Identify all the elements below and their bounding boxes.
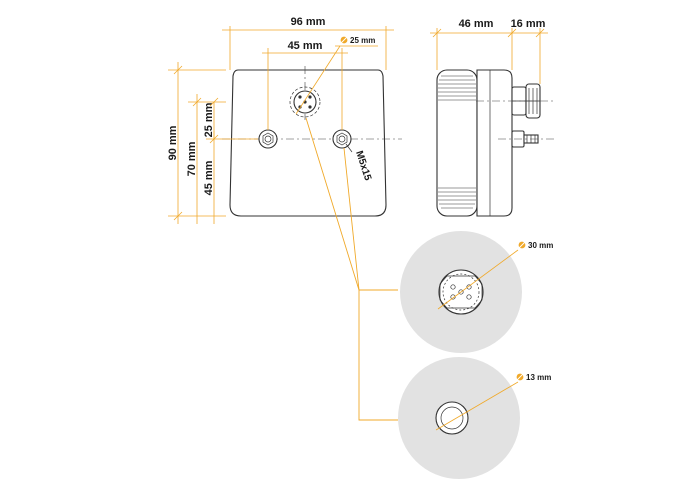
- connector-detail-diameter-label: 30 mm: [528, 241, 553, 250]
- height-70-label: 70 mm: [186, 141, 198, 176]
- front-stud-left: [258, 129, 278, 149]
- width-96-label: 96 mm: [291, 16, 326, 28]
- front-connector: [289, 86, 321, 118]
- front-dimensions: 96 mm 45 mm 25 mm 90 mm 70 mm 45 mm 25 m…: [167, 16, 394, 224]
- diameter-icon: [516, 373, 524, 381]
- side-lens-ribs: [438, 75, 476, 209]
- detail-stud-view: 13 mm: [398, 357, 551, 479]
- side-base: [476, 69, 513, 217]
- front-stud-right: [332, 129, 352, 149]
- depth-46-label: 46 mm: [459, 18, 494, 30]
- side-connector: [511, 83, 541, 119]
- side-view: [436, 69, 556, 217]
- connector-diameter-label: 25 mm: [350, 36, 375, 45]
- connector-16-label: 16 mm: [511, 18, 546, 30]
- height-45-label: 45 mm: [203, 160, 215, 195]
- diameter-icon: [518, 241, 526, 249]
- diameter-icon: [340, 36, 348, 44]
- height-25-label: 25 mm: [203, 102, 215, 137]
- stud-detail-diameter-label: 13 mm: [526, 373, 551, 382]
- detail-leaders: [305, 117, 398, 421]
- hole-spacing-label: 45 mm: [288, 40, 323, 52]
- front-view: M5x15: [222, 66, 402, 217]
- side-dimensions: 46 mm 16 mm: [430, 18, 548, 84]
- detail-connector-view: 30 mm: [400, 231, 553, 353]
- height-90-label: 90 mm: [167, 125, 179, 160]
